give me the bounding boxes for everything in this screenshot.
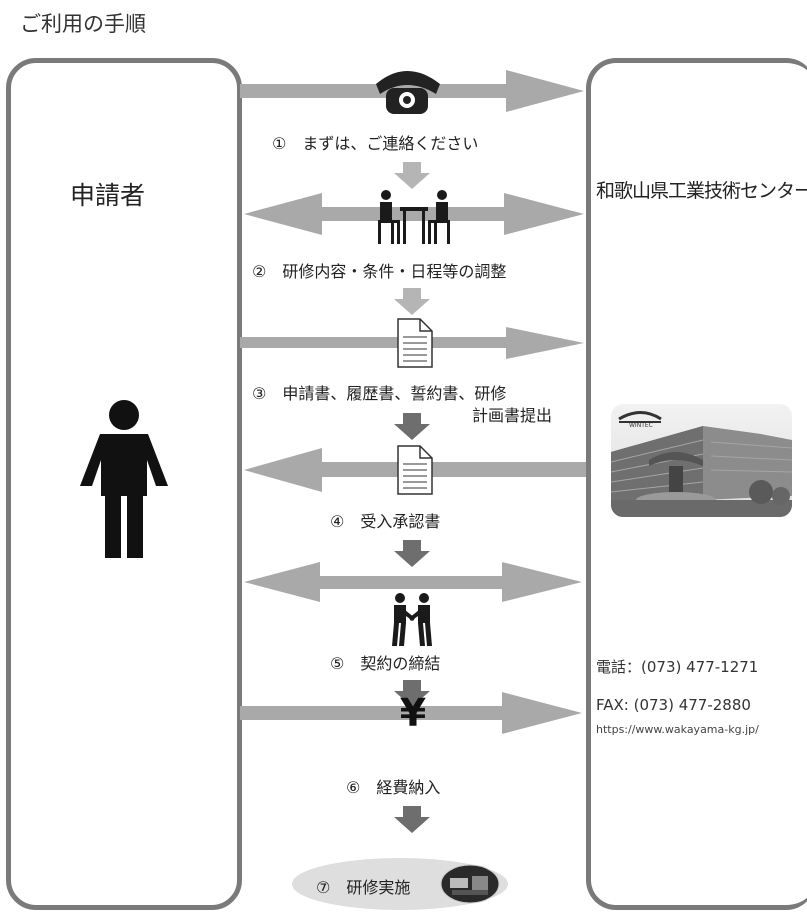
phone-number: 電話：(073) 477-1271 [596,658,759,676]
step-2-label: ② 研修内容・条件・日程等の調整 [252,262,507,281]
document-icon-submit [397,318,433,368]
arrow-right-payment [240,692,582,734]
step-5-label: ⑤ 契約の締結 [330,654,441,673]
building-sign: WINTEC [629,422,653,429]
page-title: ご利用の手順 [20,12,146,36]
step-3-label: ③ 申請書、履歴書、誓約書、研修 [252,384,507,403]
website-link[interactable]: https://www.wakayama-kg.jp/ [596,723,759,736]
step-3-label-line2: 計画書提出 [472,406,553,425]
building-photo: WINTEC [611,404,792,517]
center-label: 和歌山県工業技術センター [596,180,807,202]
person-icon [80,400,168,558]
meeting-icon [378,190,450,244]
training-photo-icon [440,864,500,904]
step-6-label: ⑥ 経費納入 [346,778,441,797]
fax-number: FAX: (073) 477-2880 [596,696,751,714]
step-4-label: ④ 受入承認書 [330,512,441,531]
step-1-label: ① まずは、ご連絡ください [272,134,479,153]
handshake-icon [392,593,432,646]
step-7-label: ⑦ 研修実施 [316,878,411,897]
document-icon-approval [397,445,433,495]
yen-icon: ¥ [399,691,427,735]
telephone-icon [376,71,440,114]
arrow-left-approval [244,448,586,492]
down-arrow-3 [394,413,430,440]
down-arrow-1 [394,162,430,189]
arrow-double-meeting [244,193,584,235]
applicant-label: 申請者 [70,181,146,210]
arrow-double-contract [244,562,582,602]
arrow-right-submit [240,327,584,359]
down-arrow-2 [394,288,430,315]
arrow-right-contact [240,70,584,112]
down-arrow-6 [394,806,430,833]
down-arrow-4 [394,540,430,567]
down-arrow-5 [394,680,430,707]
